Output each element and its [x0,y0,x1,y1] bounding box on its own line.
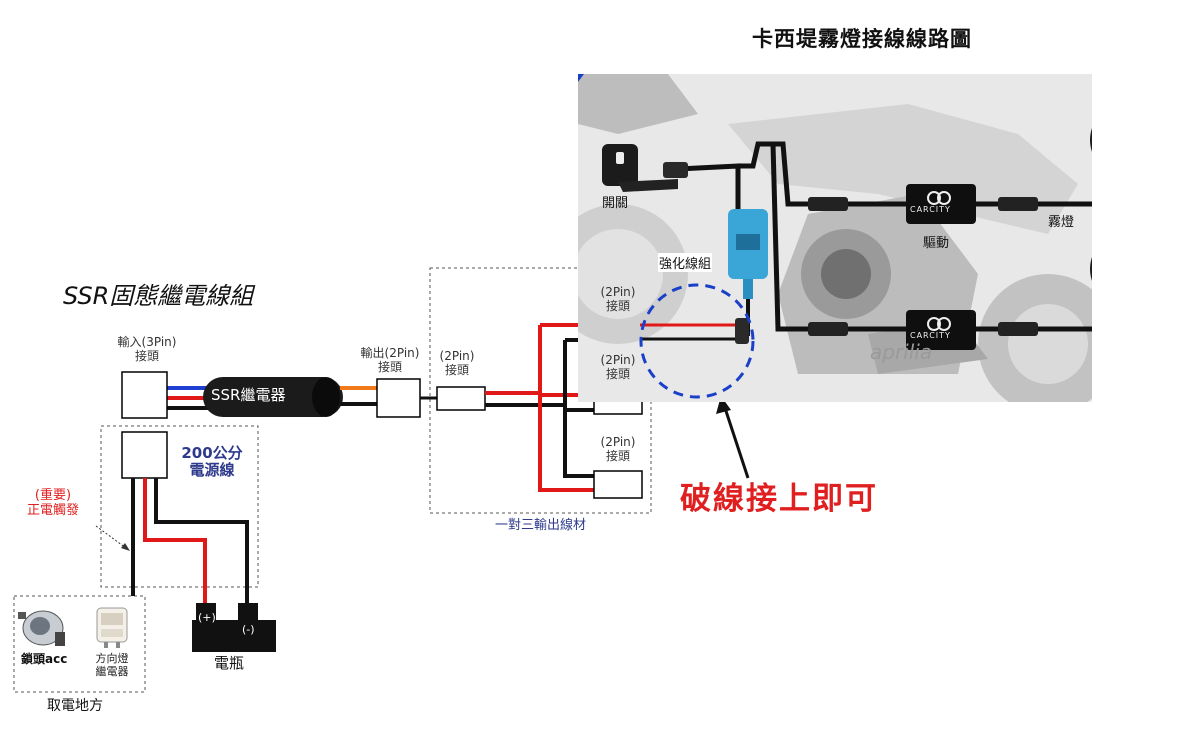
power-cable-connector [121,431,168,479]
bike-brand: aprilia [870,340,933,364]
input-connector-label-line2: 接頭 [134,348,159,363]
splitter-input-label: (2Pin) 接頭 [428,349,486,378]
page-title: 卡西堤霧燈接線線路圖 [752,27,972,51]
ssr-relay-label: SSR繼電器 [211,386,286,404]
switch-label: 開關 [602,196,629,211]
harness-label: 強化線組 [658,253,713,272]
turn-signal-relay-label: 方向燈 繼電器 [86,652,138,678]
splitter-output-label-2-line1: (2Pin) [600,353,636,367]
output-connector-label-line1: 輸出(2Pin) [360,346,420,360]
output-2pin-connector [376,378,421,418]
important-note-line1: (重要) [34,488,72,503]
splitter-output-connector-3 [593,470,643,499]
splitter-output-label-1-line2: 接頭 [605,298,630,313]
splitter-output-label-2: (2Pin) 接頭 [589,353,647,382]
turn-signal-relay-label-line2: 繼電器 [95,664,129,678]
output-connector-label: 輸出(2Pin) 接頭 [355,346,425,375]
splitter-output-label-3: (2Pin) 接頭 [589,435,647,464]
splitter-output-label-1: (2Pin) 接頭 [589,285,647,314]
splitter-output-label-1-line1: (2Pin) [600,285,636,299]
important-note: (重要) 正電觸發 [13,488,93,519]
product-photo: 開關 霧燈 驅動 強化線組 CARCITY CARCITY aprilia [578,74,1092,402]
input-3pin-connector [121,371,168,419]
splitter-output-label-3-line2: 接頭 [605,448,630,463]
key-acc-label: 鎖頭acc [21,652,68,666]
input-connector-label-line1: 輸入(3Pin) [117,335,177,349]
battery-label: 電瓶 [214,654,245,672]
splitter-output-label-2-line2: 接頭 [605,366,630,381]
ssr-relay [203,377,343,417]
driver-label: 驅動 [923,236,950,251]
ssr-title: SSR固態繼電線組 [63,282,254,310]
output-connector-label-line2: 接頭 [377,359,402,374]
input-connector-label: 輸入(3Pin) 接頭 [112,335,182,364]
driver-brand-1: CARCITY [910,205,951,214]
break-wire-label: 破線接上即可 [680,481,878,517]
power-cable-label-line1: 200公分 [181,444,243,462]
splitter-title: 一對三輸出線材 [495,518,587,533]
power-cable-label: 200公分 電源線 [172,444,252,480]
power-cable-dashed-box [100,425,259,588]
power-source-title: 取電地方 [47,698,103,714]
splitter-output-label-3-line1: (2Pin) [600,435,636,449]
battery-body [192,620,276,652]
splitter-input-connector [436,386,486,411]
battery-negative-label: (-) [242,623,255,636]
battery-positive-label: (+) [198,611,216,624]
driver-brand-2: CARCITY [910,331,951,340]
turn-signal-relay-label-line1: 方向燈 [95,652,129,665]
fog-light-label: 霧燈 [1048,215,1075,230]
ignition-key-icon [18,610,65,646]
important-note-line2: 正電觸發 [26,502,79,518]
turn-signal-relay-icon [96,607,128,648]
power-cable-label-line2: 電源線 [189,461,235,480]
splitter-input-label-line2: 接頭 [444,362,469,377]
splitter-input-label-line1: (2Pin) [439,349,475,363]
